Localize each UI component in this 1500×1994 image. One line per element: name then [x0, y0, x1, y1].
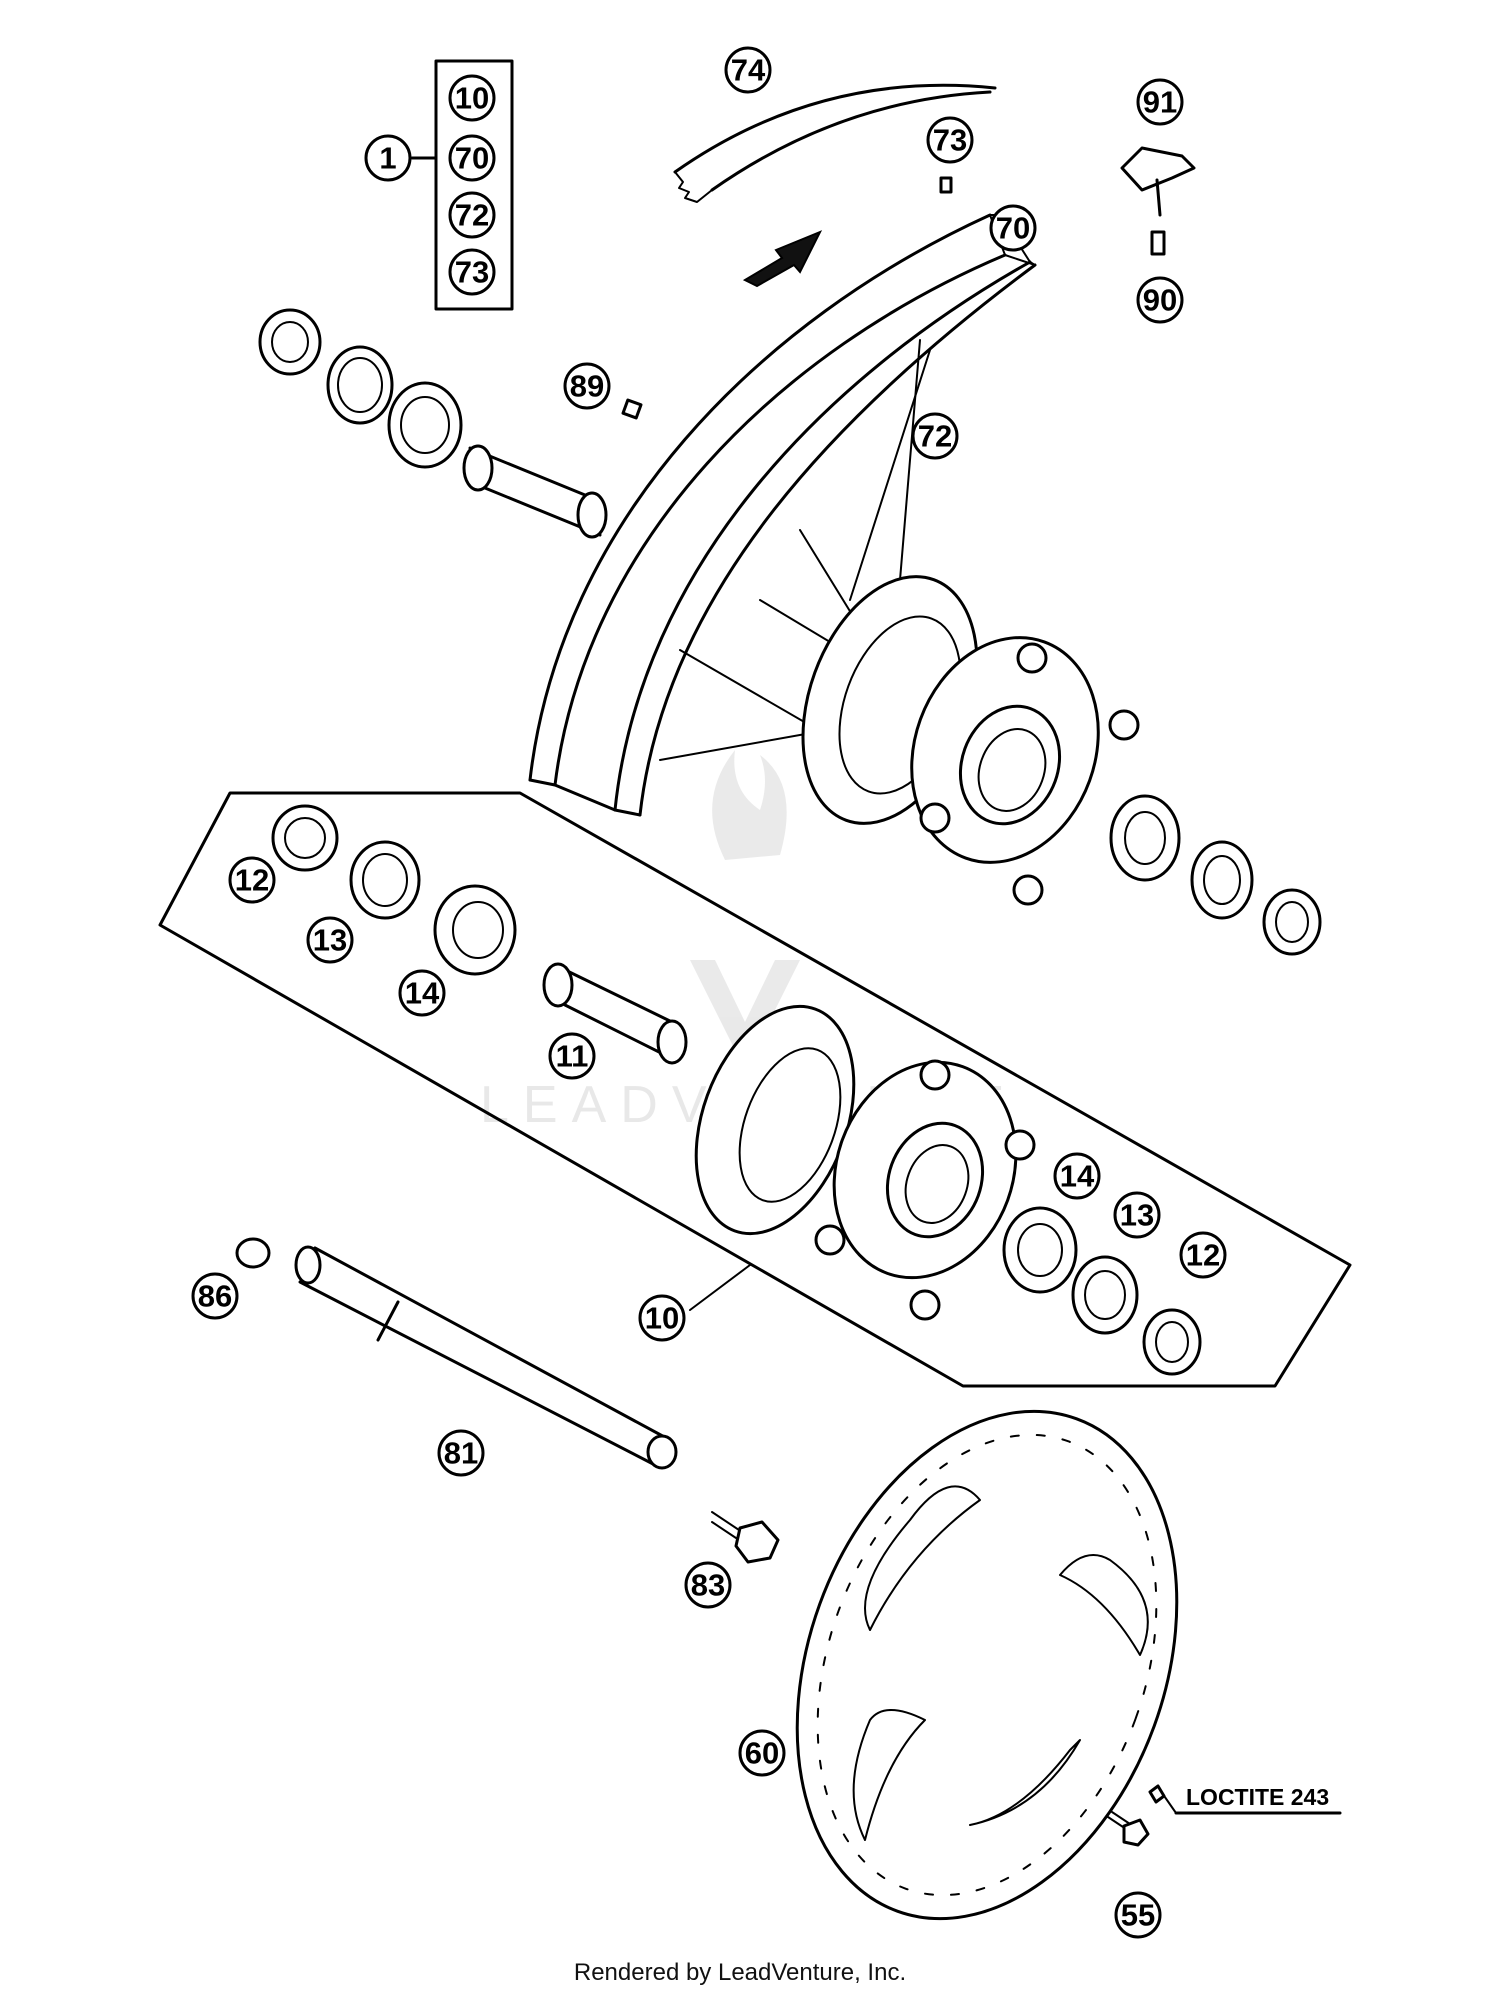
hub-kit-parts — [271, 804, 1202, 1376]
callout-55: 55 — [1114, 1891, 1162, 1939]
bearing-stack-upper-right — [1109, 794, 1322, 956]
bolt-55 — [1107, 1784, 1166, 1847]
svg-text:72: 72 — [455, 198, 489, 233]
tire-segment — [673, 83, 997, 203]
loctite-note: LOCTITE 243 — [1159, 1784, 1342, 1815]
callout-70: 70 — [989, 204, 1037, 252]
svg-text:55: 55 — [1121, 1898, 1155, 1933]
callout-12-right: 12 — [1179, 1231, 1227, 1279]
svg-text:86: 86 — [198, 1279, 232, 1314]
svg-text:70: 70 — [996, 211, 1030, 246]
svg-text:1: 1 — [379, 141, 396, 176]
callout-73: 73 — [926, 116, 974, 164]
hub-upper — [801, 575, 1140, 906]
callout-74: 74 — [724, 46, 772, 94]
svg-text:72: 72 — [918, 419, 952, 454]
brake-disc — [795, 1409, 1179, 1921]
svg-text:70: 70 — [455, 141, 489, 176]
svg-text:89: 89 — [570, 369, 604, 404]
svg-text:13: 13 — [313, 923, 347, 958]
loctite-label: LOCTITE 243 — [1186, 1784, 1329, 1810]
svg-text:81: 81 — [444, 1436, 478, 1471]
svg-text:13: 13 — [1120, 1198, 1154, 1233]
svg-text:11: 11 — [556, 1039, 589, 1074]
callout-14-left: 14 — [398, 969, 446, 1017]
svg-text:12: 12 — [1186, 1238, 1220, 1273]
svg-text:73: 73 — [455, 255, 489, 290]
svg-text:14: 14 — [405, 976, 440, 1011]
axle-parts — [235, 1237, 780, 1564]
callout-60: 60 — [738, 1729, 786, 1777]
callout-kit-10: 10 — [448, 74, 496, 122]
callout-14-right: 14 — [1053, 1152, 1101, 1200]
callout-13-left: 13 — [306, 916, 354, 964]
leader-10 — [689, 1264, 751, 1311]
callout-kit-73: 73 — [448, 248, 496, 296]
callout-12-left: 12 — [228, 856, 276, 904]
callout-72: 72 — [911, 412, 959, 460]
svg-text:10: 10 — [455, 81, 489, 116]
svg-text:10: 10 — [645, 1301, 679, 1336]
callout-91: 91 — [1136, 78, 1184, 126]
svg-text:60: 60 — [745, 1736, 779, 1771]
svg-text:83: 83 — [691, 1568, 725, 1603]
svg-text:74: 74 — [731, 53, 766, 88]
callout-86: 86 — [191, 1272, 239, 1320]
svg-text:12: 12 — [235, 863, 269, 898]
callout-90: 90 — [1136, 276, 1184, 324]
rotation-arrow — [742, 230, 823, 288]
valve-parts — [621, 146, 1196, 420]
callout-13-right: 13 — [1113, 1191, 1161, 1239]
svg-text:14: 14 — [1060, 1159, 1095, 1194]
callout-kit-72: 72 — [448, 191, 496, 239]
callout-kit-70: 70 — [448, 134, 496, 182]
callout-10: 10 — [638, 1294, 686, 1342]
callout-89: 89 — [563, 362, 611, 410]
kit-box — [410, 59, 514, 311]
svg-text:91: 91 — [1143, 85, 1177, 120]
bearing-stack-upper-left — [258, 308, 608, 539]
callout-83: 83 — [684, 1561, 732, 1609]
callout-1: 1 — [364, 134, 412, 182]
footer-credit: Rendered by LeadVenture, Inc. — [574, 1959, 906, 1986]
rim — [528, 213, 1037, 817]
hub-kit-outline — [158, 791, 1352, 1388]
callout-11: 11 — [548, 1032, 596, 1080]
svg-text:73: 73 — [933, 123, 967, 158]
svg-text:90: 90 — [1143, 283, 1177, 318]
callout-81: 81 — [437, 1429, 485, 1477]
